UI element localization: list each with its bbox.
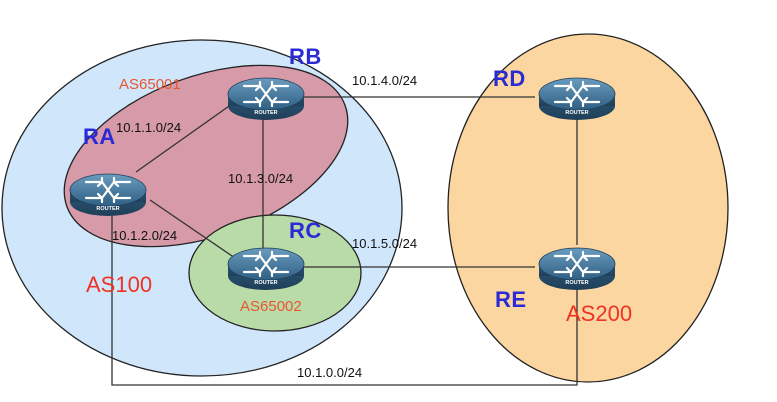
as65002-label: AS65002 — [240, 298, 302, 315]
subnet-label-rb-rc: 10.1.3.0/24 — [228, 171, 294, 186]
router-rb[interactable] — [226, 76, 306, 122]
router-rc[interactable] — [226, 246, 306, 292]
as200-region — [447, 33, 729, 383]
subnet-label-ra-rc: 10.1.2.0/24 — [112, 228, 178, 243]
subnet-label-ra-re: 10.1.0.0/24 — [297, 365, 363, 380]
router-label-re: RE — [495, 287, 527, 312]
link-ra-rb — [135, 103, 233, 173]
link-ra-re — [111, 215, 578, 386]
router-label-rc: RC — [289, 218, 322, 243]
as65001-label: AS65001 — [119, 76, 181, 93]
router-rd[interactable] — [537, 76, 617, 122]
router-label-rd: RD — [493, 66, 526, 91]
links-group — [111, 96, 578, 386]
subnet-label-rc-re: 10.1.5.0/24 — [352, 236, 418, 251]
subnet-label-ra-rb: 10.1.1.0/24 — [116, 120, 182, 135]
router-re[interactable] — [537, 246, 617, 292]
router-label-ra: RA — [83, 124, 116, 149]
link-ra-rc — [149, 199, 236, 259]
router-ra[interactable] — [68, 172, 148, 218]
as100-label: AS100 — [86, 272, 153, 297]
subnet-label-rb-rd: 10.1.4.0/24 — [352, 73, 418, 88]
router-label-rb: RB — [289, 44, 322, 69]
as200-label: AS200 — [566, 301, 633, 326]
